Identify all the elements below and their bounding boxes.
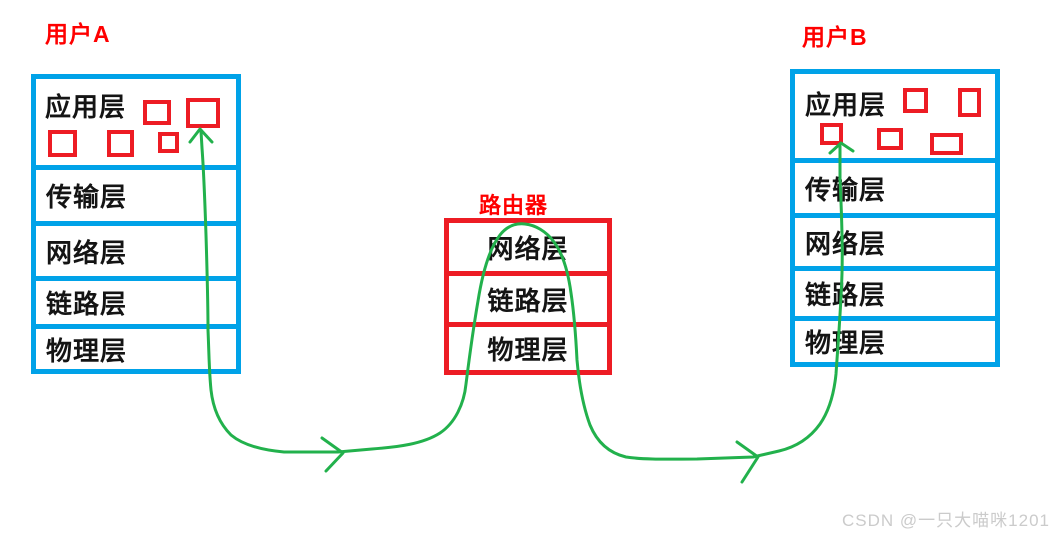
- user-b-link-layer: 链路层: [795, 266, 995, 316]
- packet-icon: [877, 128, 903, 150]
- layer-label: 网络层: [46, 237, 128, 268]
- layer-label: 应用层: [45, 92, 127, 122]
- flow-arrowhead-right-1-icon: [320, 436, 345, 473]
- packet-icon: [820, 123, 843, 145]
- user-a-link-layer: 链路层: [36, 276, 236, 324]
- layer-label: 网络层: [805, 228, 887, 259]
- router-network-layer: 网络层: [449, 223, 607, 271]
- router-physical-layer: 物理层: [449, 322, 607, 370]
- user-a-title: 用户A: [45, 21, 111, 47]
- user-a-network-layer: 网络层: [36, 221, 236, 276]
- layer-label: 应用层: [805, 90, 887, 120]
- layer-label: 传输层: [46, 182, 128, 212]
- layer-label: 传输层: [805, 174, 887, 205]
- csdn-watermark: CSDN @一只大喵咪1201: [842, 511, 1050, 530]
- router-link-layer: 链路层: [449, 271, 607, 322]
- packet-icon: [958, 88, 981, 117]
- user-a-stack: 应用层 传输层 网络层 链路层 物理层: [31, 74, 241, 374]
- packet-icon: [48, 130, 77, 157]
- packet-icon: [107, 130, 134, 157]
- layer-label: 链路层: [46, 289, 128, 319]
- user-a-physical-layer: 物理层: [36, 324, 236, 369]
- router-title: 路由器: [479, 193, 549, 218]
- layer-label: 物理层: [487, 335, 569, 365]
- packet-icon: [186, 98, 220, 128]
- layer-label: 物理层: [46, 335, 128, 366]
- flow-arrowhead-right-2-icon: [735, 440, 760, 484]
- user-b-application-layer: 应用层: [795, 74, 995, 158]
- user-b-transport-layer: 传输层: [795, 158, 995, 213]
- user-a-transport-layer: 传输层: [36, 165, 236, 221]
- user-a-application-layer: 应用层: [36, 79, 236, 165]
- user-b-physical-layer: 物理层: [795, 316, 995, 362]
- user-b-network-layer: 网络层: [795, 213, 995, 266]
- user-b-title: 用户B: [802, 24, 868, 50]
- user-b-stack: 应用层 传输层 网络层 链路层 物理层: [790, 69, 1000, 367]
- packet-icon: [930, 133, 963, 155]
- layer-label: 物理层: [805, 328, 887, 358]
- packet-icon: [143, 100, 171, 125]
- packet-icon: [158, 132, 179, 153]
- layer-label: 网络层: [487, 233, 569, 264]
- packet-icon: [903, 88, 928, 113]
- layer-label: 链路层: [487, 285, 569, 316]
- router-stack: 网络层 链路层 物理层: [444, 218, 612, 375]
- layer-label: 链路层: [805, 280, 887, 310]
